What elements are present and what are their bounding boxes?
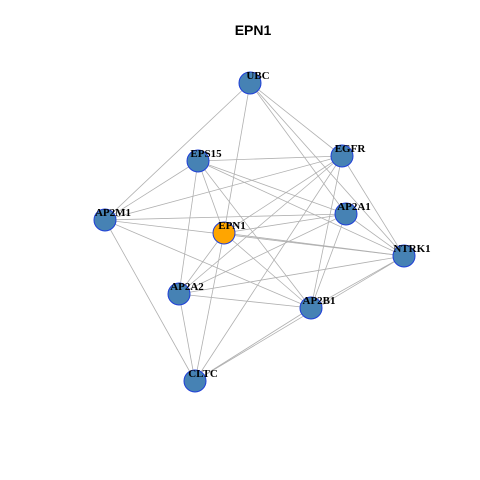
diagram-title: EPN1 [235,22,272,38]
node-circle-ubc [238,71,262,95]
node-egfr: EGFR [330,143,367,168]
node-circle-ntrk1 [392,244,416,268]
node-circle-ap2a1 [334,202,358,226]
edge-egfr-cltc [194,155,343,382]
edge-epn1-ntrk1 [223,232,405,257]
node-label-epn1: EPN1 [218,220,246,232]
node-label-ap2a1: AP2A1 [337,201,371,213]
node-ap2b1: AP2B1 [299,295,336,320]
node-ap2m1: AP2M1 [93,207,131,232]
node-label-eps15: EPS15 [190,148,222,160]
node-label-ubc: UBC [246,70,269,82]
node-label-ap2m1: AP2M1 [95,207,131,219]
node-epn1: EPN1 [212,220,246,245]
edge-epn1-ap2a2 [178,232,225,295]
edge-ntrk1-ap2b1 [310,255,405,309]
edge-egfr-ap2a2 [178,155,343,295]
edge-egfr-ntrk1 [341,155,405,257]
edge-egfr-ap2b1 [310,155,343,309]
node-circle-ap2a2 [167,282,191,306]
edge-ap2m1-ap2b1 [104,219,312,309]
edge-epn1-ap2b1 [223,232,312,309]
node-ubc: UBC [238,70,270,95]
node-ntrk1: NTRK1 [392,243,431,268]
edge-ap2a1-ntrk1 [345,213,405,257]
node-label-ntrk1: NTRK1 [393,243,430,255]
edge-eps15-epn1 [197,160,225,234]
edge-ubc-epn1 [223,82,251,234]
edge-epn1-cltc [194,232,225,382]
edge-ap2a1-ap2b1 [310,213,347,309]
node-circle-cltc [183,369,207,393]
node-circle-epn1 [212,221,236,245]
edge-ubc-egfr [249,82,343,157]
edge-ntrk1-cltc [194,255,405,382]
edge-ap2a1-ap2a2 [178,213,347,295]
edge-ap2m1-ap2a1 [104,213,347,221]
edge-eps15-ap2b1 [197,160,312,309]
edge-eps15-ntrk1 [197,160,405,257]
edge-egfr-ap2m1 [104,155,343,221]
node-eps15: EPS15 [186,148,222,173]
node-label-ap2b1: AP2B1 [303,295,336,307]
edge-eps15-ap2m1 [104,160,199,221]
node-circle-ap2b1 [299,296,323,320]
edge-egfr-epn1 [223,155,343,234]
edge-ap2m1-cltc [104,219,196,382]
edge-ap2b1-cltc [194,307,312,382]
edge-ubc-ntrk1 [249,82,405,257]
node-cltc: CLTC [183,368,218,393]
edges-layer [104,82,405,382]
node-circle-eps15 [186,149,210,173]
edge-eps15-ap2a1 [197,160,347,215]
edge-eps15-ap2a2 [178,160,199,295]
edge-ap2a2-cltc [178,293,196,382]
node-label-cltc: CLTC [188,368,218,380]
node-circle-egfr [330,144,354,168]
edge-eps15-egfr [197,155,343,162]
node-label-ap2a2: AP2A2 [170,281,204,293]
edge-epn1-ap2a1 [223,213,347,234]
edge-ubc-ap2a1 [249,82,347,215]
edge-ap2a2-ap2b1 [178,293,312,309]
node-ap2a1: AP2A1 [334,201,371,226]
edge-ntrk1-ap2a2 [178,255,405,295]
edge-ubc-ap2m1 [104,82,251,221]
node-label-egfr: EGFR [335,143,367,155]
node-ap2a2: AP2A2 [167,281,204,306]
node-circle-ap2m1 [93,208,117,232]
